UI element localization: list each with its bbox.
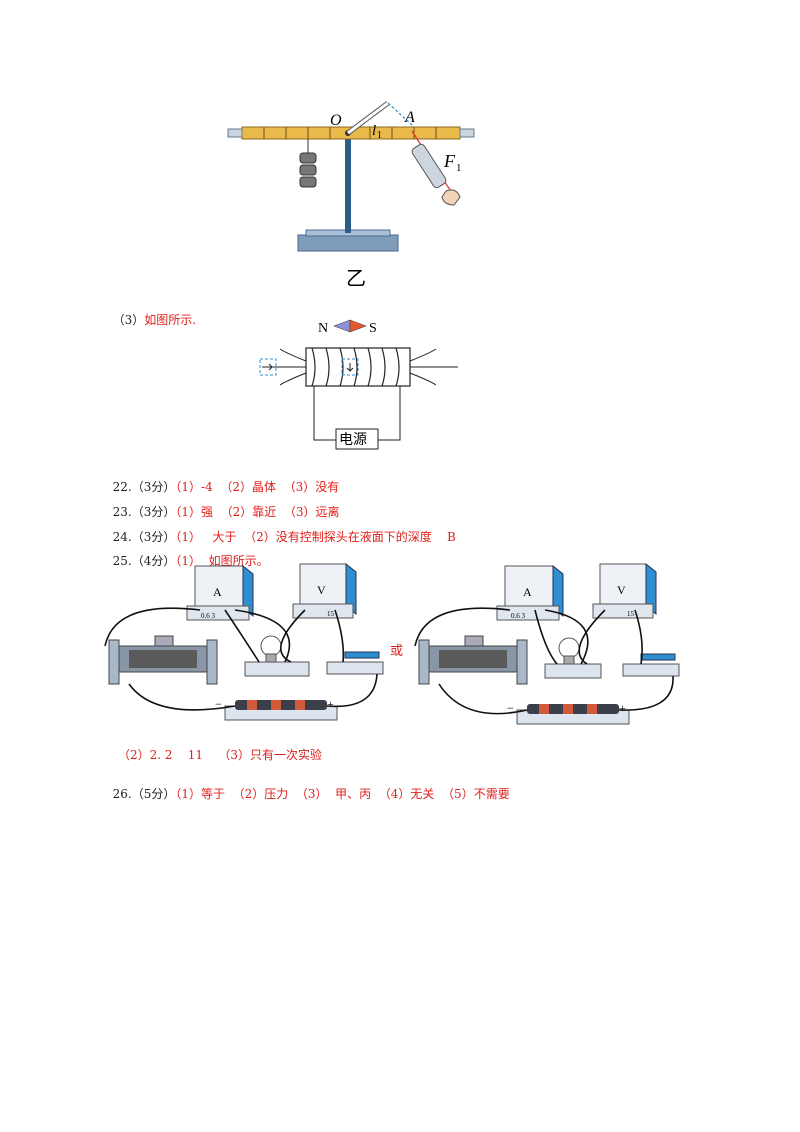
or-text: 或 (390, 643, 403, 658)
q21-3-line: （3）如图所示. (105, 297, 196, 328)
answer-24-text: （1） 大于 （2）没有控制探头在液面下的深度 B (175, 530, 456, 544)
answer-23-num: 23. (112, 505, 132, 519)
answer-22-num: 22. (112, 480, 132, 494)
stand-base (297, 234, 399, 252)
battery-minus-left: − (215, 697, 222, 711)
answer-24: 24.（3分）（1） 大于 （2）没有控制探头在液面下的深度 B (105, 514, 456, 545)
answer-24-num: 24. (112, 530, 132, 544)
q21-3-text: 如图所示. (144, 313, 197, 327)
circuit-figure: A 0.6 3 V 15 − + (104, 562, 680, 725)
lever-figure: O A l 1 F 1 乙 (227, 101, 475, 290)
battery-minus-right: − (507, 701, 514, 715)
lever-label-a: A (404, 109, 415, 126)
lever-caption: 乙 (346, 268, 366, 290)
answer-22-score: （3分） (131, 480, 176, 494)
voltmeter-scale-right: 15 (627, 610, 635, 618)
ammeter-label: A (213, 585, 222, 599)
label-n: N (318, 321, 328, 336)
answer-22-text: （1）-4 （2）晶体 （3）没有 (175, 480, 340, 494)
lever-label-l: l (372, 123, 376, 139)
power-label: 电源 (339, 432, 367, 448)
answer-25-num: 25. (112, 554, 132, 568)
answer-26-text: （1）等于 （2）压力 （3） 甲、丙 （4）无关 （5）不需要 (175, 787, 510, 801)
power-source-box (335, 428, 379, 450)
voltmeter-label-right: V (617, 583, 626, 597)
q25-2-line: （2）2. 2 11 （3）只有一次实验 (118, 748, 322, 762)
compass-needle-n (333, 319, 351, 333)
answer-26-score: （5分） (131, 787, 176, 801)
voltmeter-label: V (317, 583, 326, 597)
answer-23-score: （3分） (131, 505, 176, 519)
answer-26-num: 26. (112, 787, 132, 801)
battery-plus-left: + (327, 697, 334, 711)
circuit-left: A 0.6 3 V 15 − + (104, 562, 384, 721)
answer-22: 22.（3分）（1）-4 （2）晶体 （3）没有 (105, 464, 340, 495)
answer-24-score: （3分） (131, 530, 176, 544)
lever-label-f: F (443, 151, 456, 171)
q21-3-prefix: （3） (112, 313, 145, 327)
ammeter-scale: 0.6 3 (201, 612, 216, 620)
answer-25: 25.（4分）（1） 如图所示。 (105, 538, 269, 569)
compass-needle-s (349, 319, 367, 333)
answer-23-text: （1）强 （2）靠近 （3）远离 (175, 505, 340, 519)
solenoid-core (305, 347, 411, 387)
battery-plus-right: + (619, 701, 626, 715)
label-s: S (369, 321, 377, 336)
answer-25-text: （1） 如图所示。 (175, 554, 269, 568)
circuit-right: A 0.6 3 V 15 − + (414, 562, 680, 725)
solenoid-figure: N S 电源 (259, 319, 458, 450)
stand-pole (345, 135, 351, 233)
voltmeter-scale: 15 (327, 610, 335, 618)
lever-label-f-sub: 1 (456, 162, 462, 174)
answer-23: 23.（3分）（1）强 （2）靠近 （3）远离 (105, 489, 340, 520)
answer-25-score: （4分） (131, 554, 176, 568)
ammeter-label-right: A (523, 585, 532, 599)
lever-label-l-sub: 1 (377, 130, 382, 141)
answer-26: 26.（5分）（1）等于 （2）压力 （3） 甲、丙 （4）无关 （5）不需要 (105, 771, 510, 802)
lever-label-o: O (330, 112, 342, 129)
ammeter-scale-right: 0.6 3 (511, 612, 526, 620)
